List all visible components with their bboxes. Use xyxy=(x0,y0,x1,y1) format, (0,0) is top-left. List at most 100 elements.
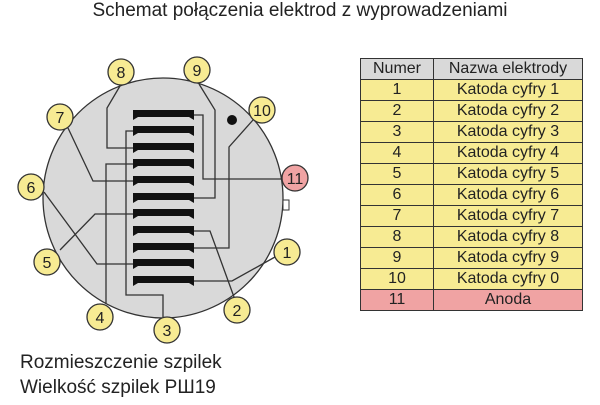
cathode-bar xyxy=(133,259,194,269)
electrode-name: Katoda cyfry 8 xyxy=(433,226,583,248)
electrode-name: Katoda cyfry 7 xyxy=(433,205,583,227)
footer-line-2: Wielkość szpilek РШ19 xyxy=(20,377,216,398)
wire xyxy=(105,163,133,304)
pin-6: 6 xyxy=(17,173,45,201)
electrode-number: 9 xyxy=(360,247,434,269)
wire xyxy=(67,127,133,182)
footer-line-1: Rozmieszczenie szpilek xyxy=(20,352,222,373)
cathode-bar xyxy=(133,276,194,286)
electrode-number: 5 xyxy=(360,163,434,185)
pin-label: 6 xyxy=(27,180,36,197)
pin-circle xyxy=(281,164,309,192)
wire xyxy=(43,191,133,265)
pin-label: 8 xyxy=(117,65,126,82)
electrode-number: 1 xyxy=(360,79,434,101)
pin-label: 4 xyxy=(96,310,105,327)
cathode-stack xyxy=(133,110,194,286)
pin-circle xyxy=(153,316,181,344)
electrode-name: Anoda xyxy=(433,289,583,311)
pin-8: 8 xyxy=(107,58,135,86)
pin-circle xyxy=(223,296,251,324)
pins: 1 2 3 4 5 6 7 8 9 10 11 xyxy=(17,56,309,344)
pin-label: 2 xyxy=(233,303,242,320)
wire xyxy=(194,114,283,180)
pin-circle xyxy=(248,96,276,124)
wire xyxy=(59,213,133,251)
pin-2: 2 xyxy=(223,296,251,324)
pin-9: 9 xyxy=(183,56,211,84)
pin-label: 3 xyxy=(163,323,172,340)
wire xyxy=(194,83,216,199)
pinout-diagram: 1 2 3 4 5 6 7 8 9 10 11 xyxy=(17,56,309,344)
pin-10: 10 xyxy=(248,96,276,124)
pin-label: 11 xyxy=(287,171,304,188)
pin-circle xyxy=(46,103,74,131)
electrode-name: Katoda cyfry 5 xyxy=(433,163,583,185)
wire xyxy=(194,256,276,282)
electrode-number: 7 xyxy=(360,205,434,227)
pin-circle xyxy=(273,238,301,266)
electrode-number: 3 xyxy=(360,121,434,143)
wires xyxy=(43,83,283,317)
cathode-bar xyxy=(133,176,194,186)
electrode-name: Katoda cyfry 2 xyxy=(433,100,583,122)
pin-label: 9 xyxy=(193,63,202,80)
electrode-number: 11 xyxy=(360,289,434,311)
header-number: Numer xyxy=(360,58,434,80)
pin-label: 1 xyxy=(283,245,292,262)
base-key-tab xyxy=(282,199,290,211)
cathode-bar xyxy=(133,110,194,120)
pin-3: 3 xyxy=(153,316,181,344)
electrode-name: Katoda cyfry 3 xyxy=(433,121,583,143)
wire xyxy=(194,119,254,249)
pin-5: 5 xyxy=(33,248,61,276)
cathode-bar xyxy=(133,226,194,236)
diagram-title: Schemat połączenia elektrod z wyprowadze… xyxy=(92,0,508,21)
electrode-number: 8 xyxy=(360,226,434,248)
wire xyxy=(194,230,235,298)
electrode-name: Katoda cyfry 4 xyxy=(433,142,583,164)
pin-7: 7 xyxy=(46,103,74,131)
cathode-bar xyxy=(133,209,194,219)
electrode-number: 4 xyxy=(360,142,434,164)
orientation-dot xyxy=(227,115,237,125)
electrode-number: 2 xyxy=(360,100,434,122)
pin-label: 10 xyxy=(253,103,271,120)
electrode-name: Katoda cyfry 9 xyxy=(433,247,583,269)
pin-label: 5 xyxy=(43,255,52,272)
wire xyxy=(106,85,133,149)
pin-4: 4 xyxy=(86,303,114,331)
pin-circle xyxy=(33,248,61,276)
cathode-bar xyxy=(133,126,194,136)
cathode-bar xyxy=(133,143,194,153)
pin-1: 1 xyxy=(273,238,301,266)
cathode-bar xyxy=(133,243,194,253)
pin-circle xyxy=(86,303,114,331)
pin-label: 7 xyxy=(56,110,65,127)
cathode-bar xyxy=(133,193,194,203)
electrode-name: Katoda cyfry 6 xyxy=(433,184,583,206)
cathode-bar xyxy=(133,159,194,169)
wire xyxy=(125,130,164,317)
pin-circle xyxy=(17,173,45,201)
electrode-number: 6 xyxy=(360,184,434,206)
pin-circle xyxy=(183,56,211,84)
electrode-name: Katoda cyfry 0 xyxy=(433,268,583,290)
header-name: Nazwa elektrody xyxy=(433,58,583,80)
pin-circle xyxy=(107,58,135,86)
electrode-number: 10 xyxy=(360,268,434,290)
pin-11: 11 xyxy=(281,164,309,192)
electrode-name: Katoda cyfry 1 xyxy=(433,79,583,101)
